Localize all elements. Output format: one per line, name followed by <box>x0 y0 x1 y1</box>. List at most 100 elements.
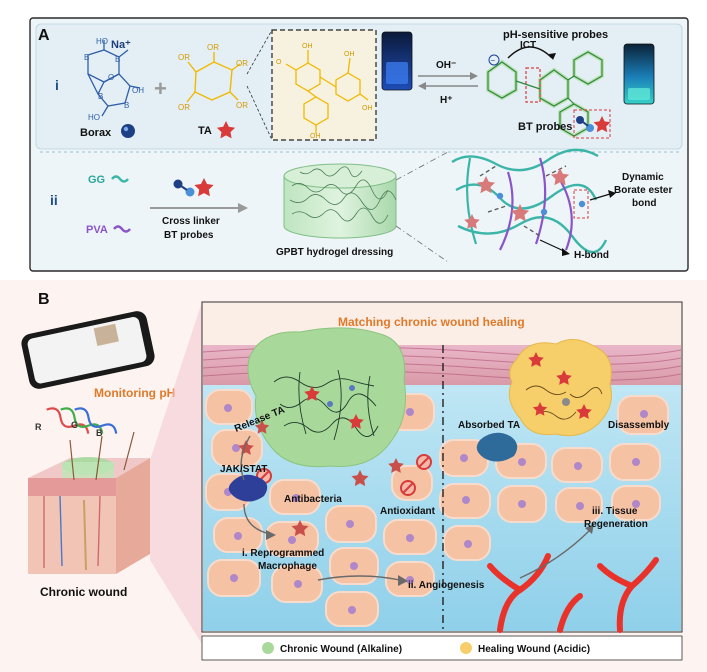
panel-a: A i ii HO B B B B HO OH O Na⁺ Borax + <box>29 17 689 272</box>
svg-text:O: O <box>108 73 114 82</box>
borate-highlight-box <box>525 67 541 103</box>
gg-strand-icon <box>111 175 129 183</box>
galloyl-atoms: OH OH OH O OH <box>276 43 373 140</box>
reprogrammed-line1: i. Reprogrammed <box>242 548 324 559</box>
antibacteria-label: Antibacteria <box>284 494 342 505</box>
svg-text:O: O <box>276 59 282 66</box>
tissue-line2: Regeneration <box>584 519 648 530</box>
vial-ta-fluorescence <box>381 31 413 91</box>
polymer-network <box>451 148 608 254</box>
legend-alkaline-swatch <box>262 642 274 654</box>
rgb-g: G <box>71 420 78 430</box>
svg-text:B: B <box>84 53 89 62</box>
svg-text:OH: OH <box>362 105 373 112</box>
hbond-pointer <box>539 239 567 253</box>
galloyl-structure <box>285 50 369 134</box>
svg-text:OH: OH <box>132 86 144 95</box>
svg-text:OH: OH <box>302 43 313 50</box>
disassembly-label: Disassembly <box>608 420 670 431</box>
cell-layer <box>205 389 669 627</box>
svg-text:OR: OR <box>178 103 190 112</box>
cell-nuclei <box>224 404 648 614</box>
panel-a-label: A <box>38 27 50 44</box>
legend-acidic-swatch <box>460 642 472 654</box>
cross-linker-line1: Cross linker <box>162 216 220 227</box>
magnification-wedge <box>150 302 202 644</box>
macrophage <box>228 432 518 502</box>
dynamic-line1: Dynamic <box>622 172 664 183</box>
galloyl-zoom-box <box>271 29 377 141</box>
borax-atoms: HO B B B B HO OH O <box>84 37 144 122</box>
ict-arrow <box>507 46 553 59</box>
network-zoom-line-top <box>395 151 449 181</box>
tissue-line1: iii. Tissue <box>592 506 638 517</box>
svg-text:OR: OR <box>236 101 248 110</box>
network-zoom-line-bottom <box>395 225 449 263</box>
bt-probe-structure: − <box>486 46 604 139</box>
rgb-signal-icons <box>46 407 118 434</box>
equilibrium-arrows <box>418 72 478 90</box>
reprogrammed-line2: Macrophage <box>258 561 317 572</box>
crosslinker-icon <box>173 178 214 197</box>
panel-b: B Monitoring pH R G B <box>0 280 707 672</box>
svg-text:B: B <box>115 55 120 64</box>
ta-atoms: OR OR OR OR OR <box>178 43 248 112</box>
dynamic-line2: Borate ester <box>614 185 672 196</box>
hydrogel-cylinder <box>283 163 397 239</box>
panel-b-label: B <box>38 291 50 308</box>
borax-structure <box>87 40 141 117</box>
cross-linker-line2: BT probes <box>164 230 214 241</box>
negative-charge: − <box>491 56 496 65</box>
row-ii-label: ii <box>50 192 58 208</box>
ta-star-icon <box>216 121 236 139</box>
ict-label: ICT <box>520 40 536 51</box>
legend-acidic-label: Healing Wound (Acidic) <box>478 644 590 655</box>
borax-label: Borax <box>80 127 112 139</box>
svg-text:OR: OR <box>207 43 219 52</box>
bt-probe-icon <box>573 109 611 139</box>
svg-text:OR: OR <box>236 59 248 68</box>
jak-stat-label: JAK/STAT <box>220 464 267 475</box>
hydrogel-alkaline <box>247 327 406 468</box>
monitoring-ph-label: Monitoring pH <box>94 386 175 400</box>
hbond-label: H-bond <box>574 250 609 261</box>
ta-structure <box>186 52 241 103</box>
hydrogel-label: GPBT hydrogel dressing <box>276 247 393 258</box>
borax-sphere-highlight <box>123 126 129 132</box>
rgb-b: B <box>96 428 103 438</box>
plus-icon: + <box>154 76 167 101</box>
hydrogel-acidic <box>508 339 612 437</box>
wound-healing-panel: Matching chronic wound healing Release T… <box>201 301 683 633</box>
svg-text:B: B <box>124 101 129 110</box>
absorbed-ta-label: Absorbed TA <box>458 420 520 431</box>
probes-title: pH-sensitive probes <box>503 29 608 41</box>
svg-text:HO: HO <box>88 113 100 122</box>
wound-panel-title: Matching chronic wound healing <box>338 315 525 329</box>
zoom-line-top <box>246 29 273 75</box>
svg-text:OR: OR <box>178 53 190 62</box>
vial-bt-fluorescence <box>623 43 655 105</box>
row-i-label: i <box>55 77 59 93</box>
svg-text:B: B <box>98 92 103 101</box>
phone-illustration <box>21 311 155 389</box>
rgb-r: R <box>35 422 42 432</box>
dynamic-bond-pointer <box>589 193 611 201</box>
gg-label: GG <box>88 174 105 186</box>
released-ta-stars <box>238 420 404 537</box>
bt-probes-label: BT probes <box>518 121 572 133</box>
svg-text:HO: HO <box>96 37 108 46</box>
process-arrows <box>240 435 591 581</box>
pva-label: PVA <box>86 224 108 236</box>
skin-block-illustration <box>28 431 150 574</box>
h-label: H⁺ <box>440 95 453 106</box>
legend: Chronic Wound (Alkaline) Healing Wound (… <box>201 635 683 661</box>
antioxidant-label: Antioxidant <box>380 506 436 517</box>
dynamic-line3: bond <box>632 198 656 209</box>
legend-alkaline-label: Chronic Wound (Alkaline) <box>280 644 402 655</box>
svg-text:OH: OH <box>344 51 355 58</box>
oh-label: OH⁻ <box>436 60 456 71</box>
na-label: Na⁺ <box>111 39 131 51</box>
svg-text:OH: OH <box>310 133 321 140</box>
ta-label: TA <box>198 125 212 137</box>
